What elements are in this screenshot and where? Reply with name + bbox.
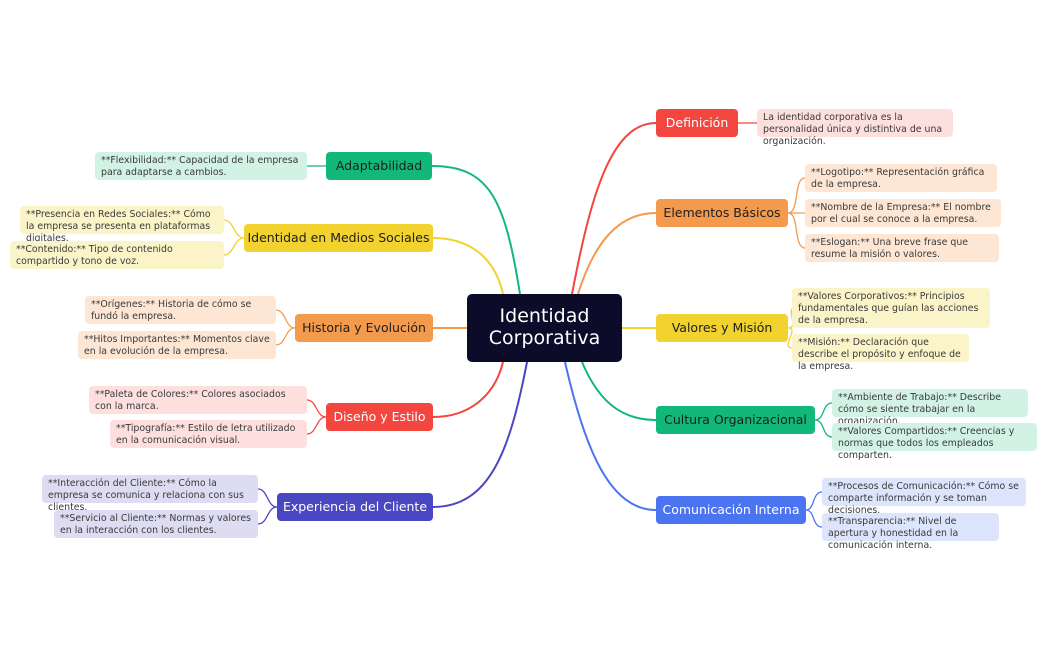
connector-definicion <box>571 122 657 295</box>
center-node[interactable]: Identidad Corporativa <box>467 294 622 362</box>
leaf-definicion: La identidad corporativa es la personali… <box>757 109 953 147</box>
branch-historia-evolucion[interactable]: Historia y Evolución <box>295 314 433 342</box>
leaf-hitos-importantes: **Hitos Importantes:** Momentos clave en… <box>78 331 276 359</box>
branch-valores-mision[interactable]: Valores y Misión <box>656 314 788 342</box>
connector-leaf <box>814 402 833 438</box>
leaf-tipografia: **Tipografía:** Estilo de letra utilizad… <box>110 420 307 448</box>
branch-comunicacion-interna[interactable]: Comunicación Interna <box>656 496 806 524</box>
connector-experiencia <box>432 361 528 508</box>
leaf-interaccion-cliente: **Interacción del Cliente:** Cómo la emp… <box>42 475 258 513</box>
leaf-procesos-comunicacion: **Procesos de Comunicación:** Cómo se co… <box>822 478 1026 516</box>
leaf-contenido: **Contenido:** Tipo de contenido compart… <box>10 241 224 269</box>
branch-cultura-organizacional[interactable]: Cultura Organizacional <box>656 406 815 434</box>
leaf-logotipo: **Logotipo:** Representación gráfica de … <box>805 164 997 192</box>
leaf-origenes: **Orígenes:** Historia de cómo se fundó … <box>85 296 276 324</box>
leaf-servicio-cliente: **Servicio al Cliente:** Normas y valore… <box>54 510 258 538</box>
branch-diseno-estilo[interactable]: Diseño y Estilo <box>326 403 433 431</box>
connector-medios-sociales <box>432 237 504 295</box>
connector-leaf <box>306 399 327 435</box>
branch-experiencia-cliente[interactable]: Experiencia del Cliente <box>277 493 433 521</box>
leaf-valores-compartidos: **Valores Compartidos:** Creencias y nor… <box>832 423 1037 461</box>
leaf-valores-corporativos: **Valores Corporativos:** Principios fun… <box>792 288 990 328</box>
leaf-paleta-colores: **Paleta de Colores:** Colores asociados… <box>89 386 307 414</box>
connector-elementos-basicos <box>577 212 657 295</box>
leaf-nombre-empresa: **Nombre de la Empresa:** El nombre por … <box>805 199 1001 227</box>
connector-leaf <box>275 309 296 346</box>
connector-adaptabilidad <box>431 165 521 295</box>
connector-leaf <box>257 488 278 525</box>
connector-leaf <box>223 219 245 256</box>
leaf-transparencia: **Transparencia:** Nivel de apertura y h… <box>822 513 999 551</box>
leaf-eslogan: **Eslogan:** Una breve frase que resume … <box>805 234 999 262</box>
leaf-presencia-redes: **Presencia en Redes Sociales:** Cómo la… <box>20 206 224 244</box>
branch-elementos-basicos[interactable]: Elementos Básicos <box>656 199 788 227</box>
branch-adaptabilidad[interactable]: Adaptabilidad <box>326 152 432 180</box>
leaf-mision: **Misión:** Declaración que describe el … <box>792 334 969 372</box>
leaf-ambiente-trabajo: **Ambiente de Trabajo:** Describe cómo s… <box>832 389 1028 427</box>
connector-cultura <box>581 361 657 421</box>
branch-definicion[interactable]: Definición <box>656 109 738 137</box>
connector-diseno <box>432 361 504 418</box>
branch-medios-sociales[interactable]: Identidad en Medios Sociales <box>244 224 433 252</box>
connector-comunicacion <box>564 361 657 511</box>
connector-leaf <box>787 177 806 249</box>
leaf-flexibilidad: **Flexibilidad:** Capacidad de la empres… <box>95 152 307 180</box>
connector-leaf <box>805 491 823 528</box>
